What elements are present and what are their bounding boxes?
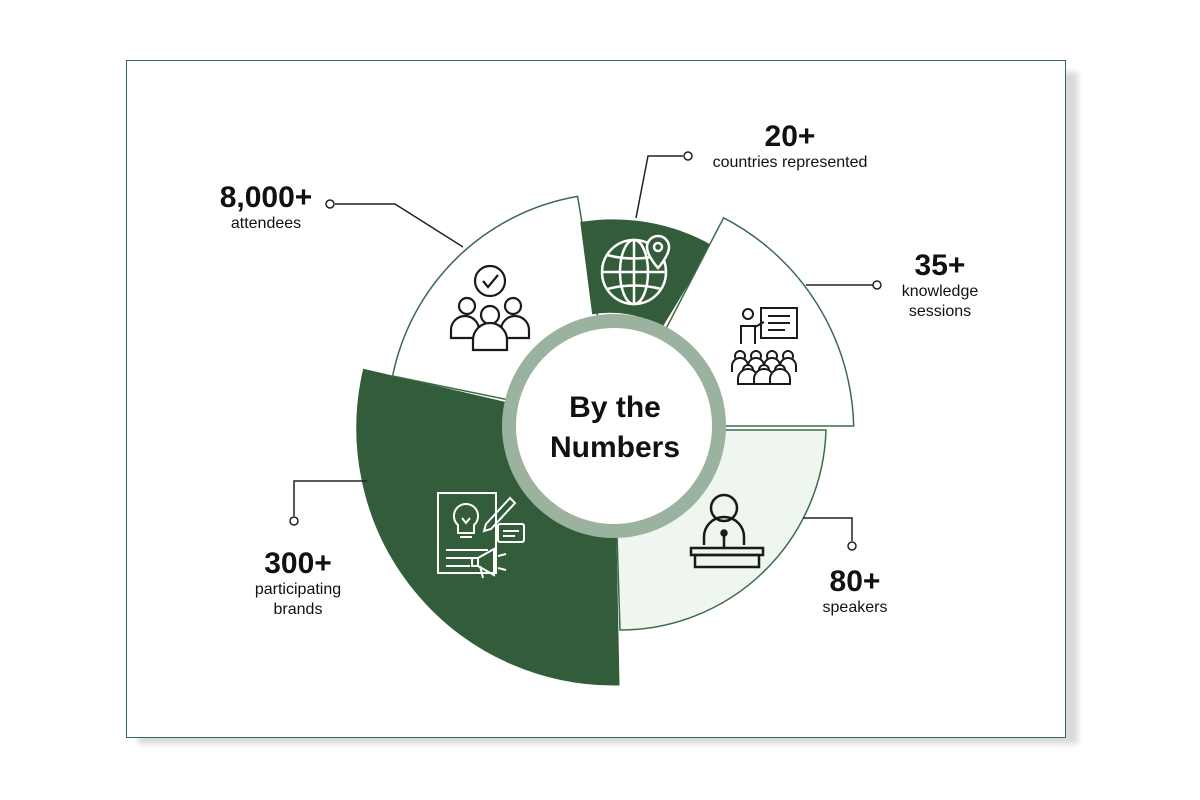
- presentation-audience-icon: [731, 307, 798, 385]
- leader-dot-speakers: [847, 541, 857, 551]
- leader-dot-brands: [289, 516, 299, 526]
- stat-sessions-value: 35+: [914, 249, 966, 282]
- stat-attendees-value: 8,000+: [219, 181, 313, 214]
- stat-attendees-label: attendees: [230, 215, 302, 232]
- idea-marketing-icon: [437, 492, 525, 579]
- globe-pin-icon: [600, 234, 671, 306]
- stat-brands-label-2: brands: [273, 601, 323, 618]
- stat-brands: 300+ participating brands: [228, 548, 368, 620]
- stat-countries-value: 20+: [764, 120, 816, 153]
- leader-countries: [635, 155, 683, 219]
- leader-dot-attendees: [325, 199, 335, 209]
- stat-sessions-label-1: knowledge: [901, 283, 979, 300]
- leader-dot-sessions: [872, 280, 882, 290]
- stat-speakers-value: 80+: [829, 565, 881, 598]
- center-disc: [516, 328, 712, 524]
- stat-brands-label-1: participating: [254, 581, 342, 598]
- speaker-podium-icon: [689, 493, 765, 569]
- stat-sessions: 35+ knowledge sessions: [875, 250, 1005, 322]
- stat-speakers-label: speakers: [822, 599, 888, 616]
- leader-attendees: [335, 203, 464, 248]
- stat-countries: 20+ countries represented: [690, 121, 890, 173]
- leader-speakers: [803, 517, 853, 541]
- center-title-line1: By the: [569, 391, 661, 424]
- group-check-icon: [449, 264, 531, 352]
- stat-brands-value: 300+: [264, 547, 332, 580]
- stat-speakers: 80+ speakers: [800, 566, 910, 618]
- center-title-line2: Numbers: [549, 431, 681, 464]
- stat-attendees: 8,000+ attendees: [186, 182, 346, 234]
- leader-lines: [289, 151, 882, 551]
- leader-dot-countries: [683, 151, 693, 161]
- stat-countries-label: countries represented: [712, 154, 868, 171]
- leader-brands: [293, 480, 367, 516]
- center-title: By the Numbers: [520, 388, 710, 468]
- stat-sessions-label-2: sessions: [908, 303, 972, 320]
